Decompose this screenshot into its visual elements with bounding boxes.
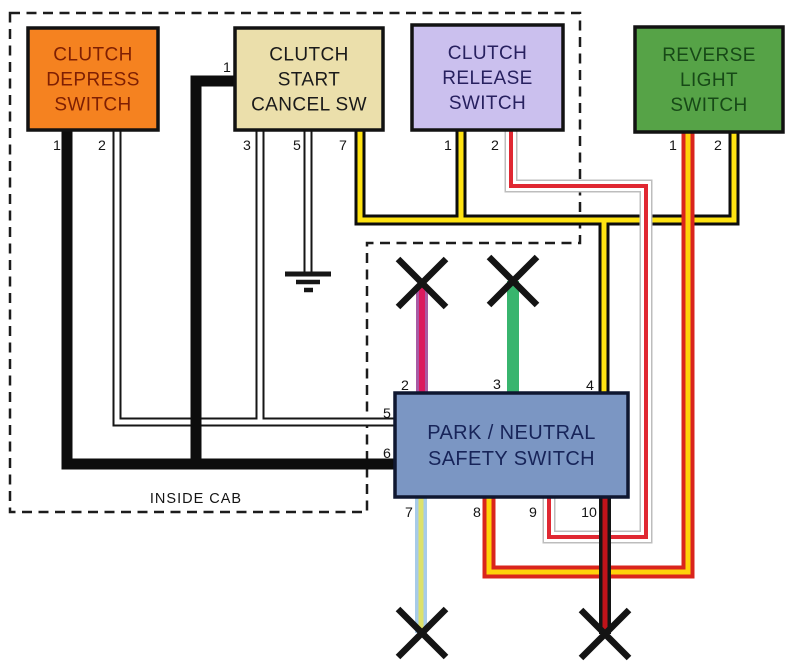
clutch-start-cancel-sw: CLUTCH START CANCEL SW: [233, 26, 385, 132]
clutch-depress-switch-label-line: DEPRESS: [46, 69, 140, 90]
clutch-depress-switch-label-line: CLUTCH: [53, 44, 132, 65]
clutch-depress-switch-label-line: SWITCH: [54, 94, 131, 115]
clutch-release-switch-label-line: CLUTCH: [448, 43, 527, 64]
clutch-release-switch-label-line: RELEASE: [442, 68, 532, 89]
splice-x-mark: [395, 256, 449, 310]
park-neutral-safety-switch-label-line: PARK / NEUTRAL: [427, 422, 596, 444]
pin-label-2: 2: [491, 138, 499, 154]
wire-black-wire-depress-pin1-to-pin6: [61, 130, 395, 470]
pin-label-1: 1: [53, 138, 61, 154]
clutch-start-cancel-sw-label-line: CLUTCH: [269, 44, 348, 65]
park-neutral-safety-switch-box: [393, 391, 630, 499]
pin-label-7: 7: [339, 138, 347, 154]
wire-white-red-wire-release-pin2-to-pn-pin9-core: [509, 130, 648, 539]
pin-label-1: 1: [669, 138, 677, 154]
clutch-start-cancel-sw-label-line: START: [278, 69, 341, 90]
pin-label-6: 6: [383, 446, 391, 462]
reverse-light-switch-label-line: LIGHT: [680, 70, 738, 91]
pin-label-1: 1: [223, 60, 231, 76]
reverse-light-switch-box: [633, 25, 785, 134]
clutch-start-cancel-sw-label-line: CANCEL SW: [251, 94, 367, 115]
clutch-release-switch: CLUTCH RELEASE SWITCH: [410, 23, 565, 132]
clutch-start-cancel-sw-box: [233, 26, 385, 132]
park-neutral-safety-switch-label-line: SAFETY SWITCH: [428, 448, 595, 470]
pin-label-2: 2: [98, 138, 106, 154]
inside-cab-label: INSIDE CAB: [150, 491, 242, 507]
wire-white-wire-depress-pin2-to-pin5-core: [114, 130, 395, 425]
x-mark-stroke: [395, 606, 449, 660]
pin-label-5: 5: [383, 406, 391, 422]
splice-x-mark: [395, 606, 449, 660]
reverse-light-switch: REVERSE LIGHT SWITCH: [633, 25, 785, 134]
inside-cab-boundary: [8, 11, 582, 514]
pin-label-3: 3: [493, 377, 501, 393]
x-mark-stroke: [395, 256, 449, 310]
splice-x-mark: [578, 607, 632, 661]
pin-label-2: 2: [714, 138, 722, 154]
clutch-release-switch-label-line: SWITCH: [449, 93, 526, 114]
splice-x-mark: [486, 254, 540, 308]
park-neutral-safety-switch: PARK / NEUTRAL SAFETY SWITCH: [393, 391, 630, 499]
x-mark-stroke: [486, 254, 540, 308]
pin-label-2: 2: [401, 378, 409, 394]
pin-label-5: 5: [293, 138, 301, 154]
x-mark-stroke: [578, 607, 632, 661]
wire-black-wire-cancel-pin1: [190, 75, 235, 464]
pin-label-9: 9: [529, 505, 537, 521]
reverse-light-switch-label-line: SWITCH: [670, 95, 747, 116]
pin-label-1: 1: [444, 138, 452, 154]
pin-label-4: 4: [586, 378, 594, 394]
wire-yellow-bus-cancel-pin7-to-reverse-pin2-core: [357, 130, 737, 223]
clutch-release-switch-box: [410, 23, 565, 132]
pin-label-10: 10: [581, 505, 597, 521]
pin-label-3: 3: [243, 138, 251, 154]
reverse-light-switch-label-line: REVERSE: [662, 45, 756, 66]
clutch-depress-switch: CLUTCH DEPRESS SWITCH: [26, 26, 160, 132]
wire-red-yellow-wire-reverse-pin1-to-pn-pin8-core: [486, 132, 691, 575]
pin-label-8: 8: [473, 505, 481, 521]
clutch-depress-switch-box: [26, 26, 160, 132]
pin-label-7: 7: [405, 505, 413, 521]
